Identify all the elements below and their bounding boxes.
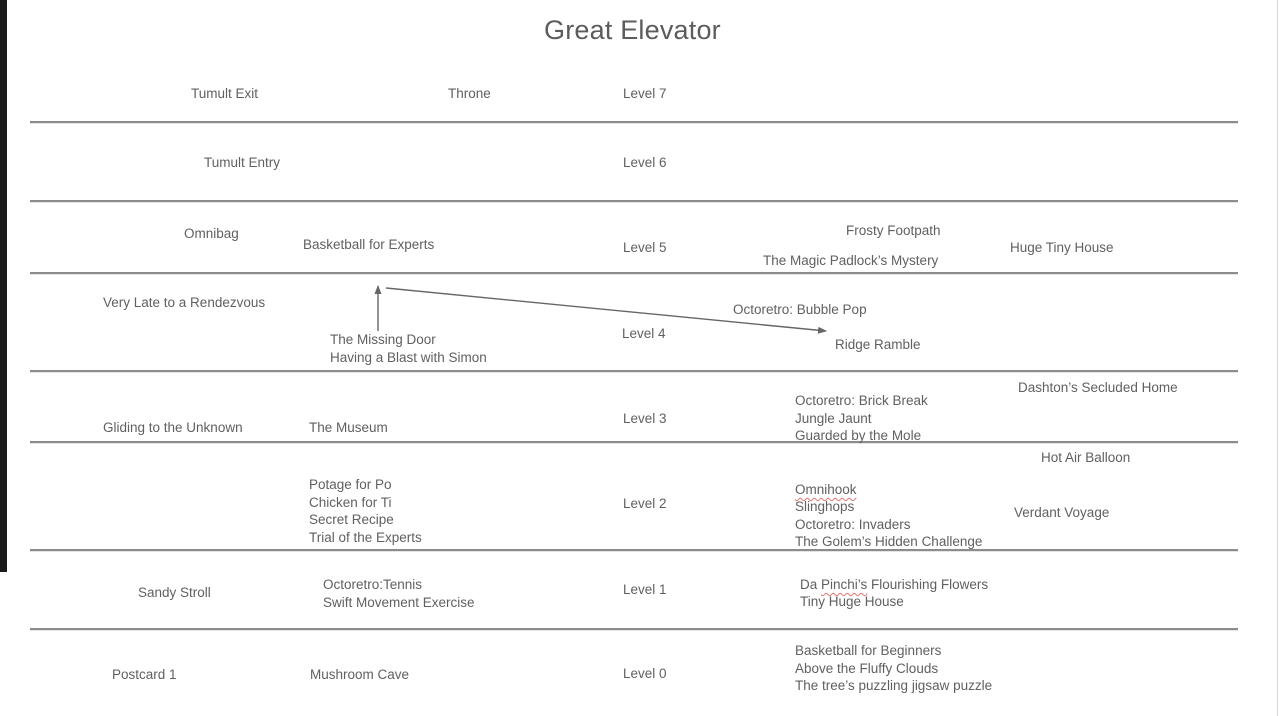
text-part: Flourishing Flowers bbox=[867, 577, 989, 592]
text-part: Da bbox=[800, 577, 822, 592]
text-octoretro-bubble-pop: Octoretro: Bubble Pop bbox=[733, 302, 867, 317]
text-slinghops: Slinghops Octoretro: Invaders The Golem’… bbox=[795, 499, 983, 549]
level-separator-1 bbox=[30, 200, 1238, 202]
left-edge-bar bbox=[0, 0, 7, 572]
text-da-pinchi-s-flourishing-flowers: Da Pinchi’s Flourishing Flowers bbox=[800, 576, 988, 594]
text-postcard-1: Postcard 1 bbox=[112, 667, 177, 682]
text-very-late-to-a-rendezvous: Very Late to a Rendezvous bbox=[103, 295, 266, 310]
right-edge-line bbox=[1277, 0, 1278, 716]
level-label-level-0: Level 0 bbox=[623, 666, 667, 681]
diagram-title: Great Elevator bbox=[544, 15, 721, 45]
level-separator-5 bbox=[30, 549, 1238, 551]
text-verdant-voyage: Verdant Voyage bbox=[1014, 505, 1110, 520]
text-the-magic-padlock-s-mystery: The Magic Padlock’s Mystery bbox=[763, 253, 939, 268]
level-separator-6 bbox=[30, 628, 1238, 630]
text-sandy-stroll: Sandy Stroll bbox=[138, 585, 211, 600]
text-omnihook: Omnihook bbox=[795, 482, 857, 497]
text-tiny-huge-house: Tiny Huge House bbox=[800, 594, 904, 609]
text-the-museum: The Museum bbox=[309, 420, 388, 435]
text-ridge-ramble: Ridge Ramble bbox=[835, 337, 921, 352]
level-label-level-4: Level 4 bbox=[622, 326, 666, 341]
level-label-level-2: Level 2 bbox=[623, 496, 667, 511]
text-the-missing-door: The Missing Door Having a Blast with Sim… bbox=[330, 332, 487, 365]
level-label-level-6: Level 6 bbox=[623, 155, 667, 170]
level-separator-0 bbox=[30, 121, 1238, 123]
level-label-level-5: Level 5 bbox=[623, 240, 667, 255]
text-huge-tiny-house: Huge Tiny House bbox=[1010, 240, 1114, 255]
text-throne: Throne bbox=[448, 86, 491, 101]
text-omnibag: Omnibag bbox=[184, 226, 239, 241]
text-octoretro-brick-break: Octoretro: Brick Break Jungle Jaunt Guar… bbox=[795, 393, 928, 443]
level-label-level-3: Level 3 bbox=[623, 411, 667, 426]
text-potage-for-po: Potage for Po Chicken for Ti Secret Reci… bbox=[309, 477, 422, 545]
level-separator-2 bbox=[30, 272, 1238, 274]
text-mushroom-cave: Mushroom Cave bbox=[310, 667, 410, 682]
text-gliding-to-the-unknown: Gliding to the Unknown bbox=[103, 420, 243, 435]
text-dashton-s-secluded-home: Dashton’s Secluded Home bbox=[1018, 380, 1178, 395]
text-basketball-for-beginners: Basketball for Beginners Above the Fluff… bbox=[795, 643, 993, 693]
level-separator-4 bbox=[30, 441, 1238, 443]
text-frosty-footpath: Frosty Footpath bbox=[846, 223, 941, 238]
text-tumult-entry: Tumult Entry bbox=[204, 155, 281, 170]
text-hot-air-balloon: Hot Air Balloon bbox=[1041, 450, 1131, 465]
level-label-level-1: Level 1 bbox=[623, 582, 667, 597]
misspelled-word: Pinchi’s bbox=[821, 577, 868, 592]
level-separator-3 bbox=[30, 370, 1238, 372]
text-basketball-for-experts: Basketball for Experts bbox=[303, 237, 435, 252]
text-tumult-exit: Tumult Exit bbox=[191, 86, 259, 101]
level-label-level-7: Level 7 bbox=[623, 86, 667, 101]
text-octoretro-tennis: Octoretro:Tennis Swift Movement Exercise bbox=[323, 577, 475, 610]
